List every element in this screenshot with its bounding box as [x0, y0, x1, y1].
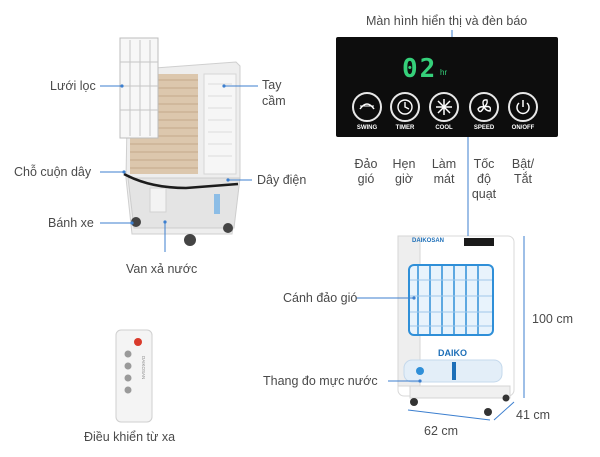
swing-button[interactable]: [352, 92, 382, 122]
handle-label-line2: cầm: [262, 94, 286, 108]
leader-lines: [100, 30, 525, 421]
timer-button[interactable]: [390, 92, 420, 122]
power-button[interactable]: [508, 92, 538, 122]
remote-control-drawing: DAIKOSAN: [115, 329, 153, 423]
water-gauge-bar: [452, 362, 456, 380]
control-panel: [336, 37, 558, 137]
swing-blades-label: Cánh đảo gió: [283, 291, 358, 305]
cool-caption-line2: mát: [433, 172, 455, 186]
timer-icon: [397, 99, 413, 115]
water-gauge-label: Thang đo mực nước: [263, 374, 378, 388]
filter-label: Lưới lọc: [50, 79, 96, 93]
timer-caption-line1: Hẹn: [392, 157, 416, 171]
speed-button[interactable]: [469, 92, 499, 122]
depth-dimension: 41 cm: [516, 408, 551, 422]
cool-caption: Làm mát: [426, 157, 462, 187]
width-dimension: 62 cm: [424, 424, 459, 438]
swing-caption-line1: Đảo: [354, 157, 378, 171]
cool-button-text: COOL: [435, 125, 453, 131]
mini-control-panel: [464, 238, 494, 246]
cool-button[interactable]: [429, 92, 459, 122]
svg-text:DAIKOSAN: DAIKOSAN: [141, 356, 146, 379]
swing-caption: Đảo gió: [348, 157, 384, 187]
timer-caption: Hẹn giờ: [386, 157, 422, 187]
speed-caption: Tốc độ quạt: [466, 157, 502, 202]
timer-caption-line2: giờ: [395, 172, 413, 186]
power-button-text: ON/OFF: [511, 125, 535, 131]
display-panel-label: Màn hình hiển thị và đèn báo: [366, 14, 528, 28]
fan-icon: [477, 99, 492, 113]
brand-top-text: DAIKOSAN: [412, 238, 445, 244]
timer-display-unit: hr: [440, 68, 448, 77]
cool-caption-line1: Làm: [431, 157, 457, 171]
power-caption: Bật/ Tắt: [505, 157, 541, 187]
height-dimension: 100 cm: [532, 312, 573, 326]
snowflake-icon: [436, 99, 452, 115]
wheels-label: Bánh xe: [48, 216, 94, 230]
power-caption-line2: Tắt: [513, 172, 533, 186]
cord-holder-label: Chỗ cuộn dây: [14, 165, 92, 179]
speed-caption-line1: Tốc: [473, 157, 495, 171]
cooler-side-view: [119, 37, 241, 246]
remote-label: Điều khiển từ xa: [84, 430, 176, 444]
timer-button-text: TIMER: [395, 125, 415, 131]
swing-icon: [359, 103, 375, 110]
timer-display-digits: 02: [402, 54, 438, 84]
power-cord-label: Dây điện: [257, 173, 307, 187]
handle-label-line1: Tay: [262, 78, 282, 92]
brand-front-text: DAIKO: [438, 348, 467, 358]
swing-button-text: SWING: [356, 125, 378, 131]
speed-caption-line2: độ: [477, 172, 491, 186]
speed-caption-line3: quạt: [471, 187, 497, 201]
swing-caption-line2: gió: [357, 172, 375, 186]
power-icon: [516, 100, 530, 115]
power-caption-line1: Bật/: [511, 157, 535, 171]
drain-valve-label: Van xả nước: [126, 262, 198, 276]
speed-button-text: SPEED: [473, 125, 495, 131]
cooler-front-view: [397, 235, 515, 416]
